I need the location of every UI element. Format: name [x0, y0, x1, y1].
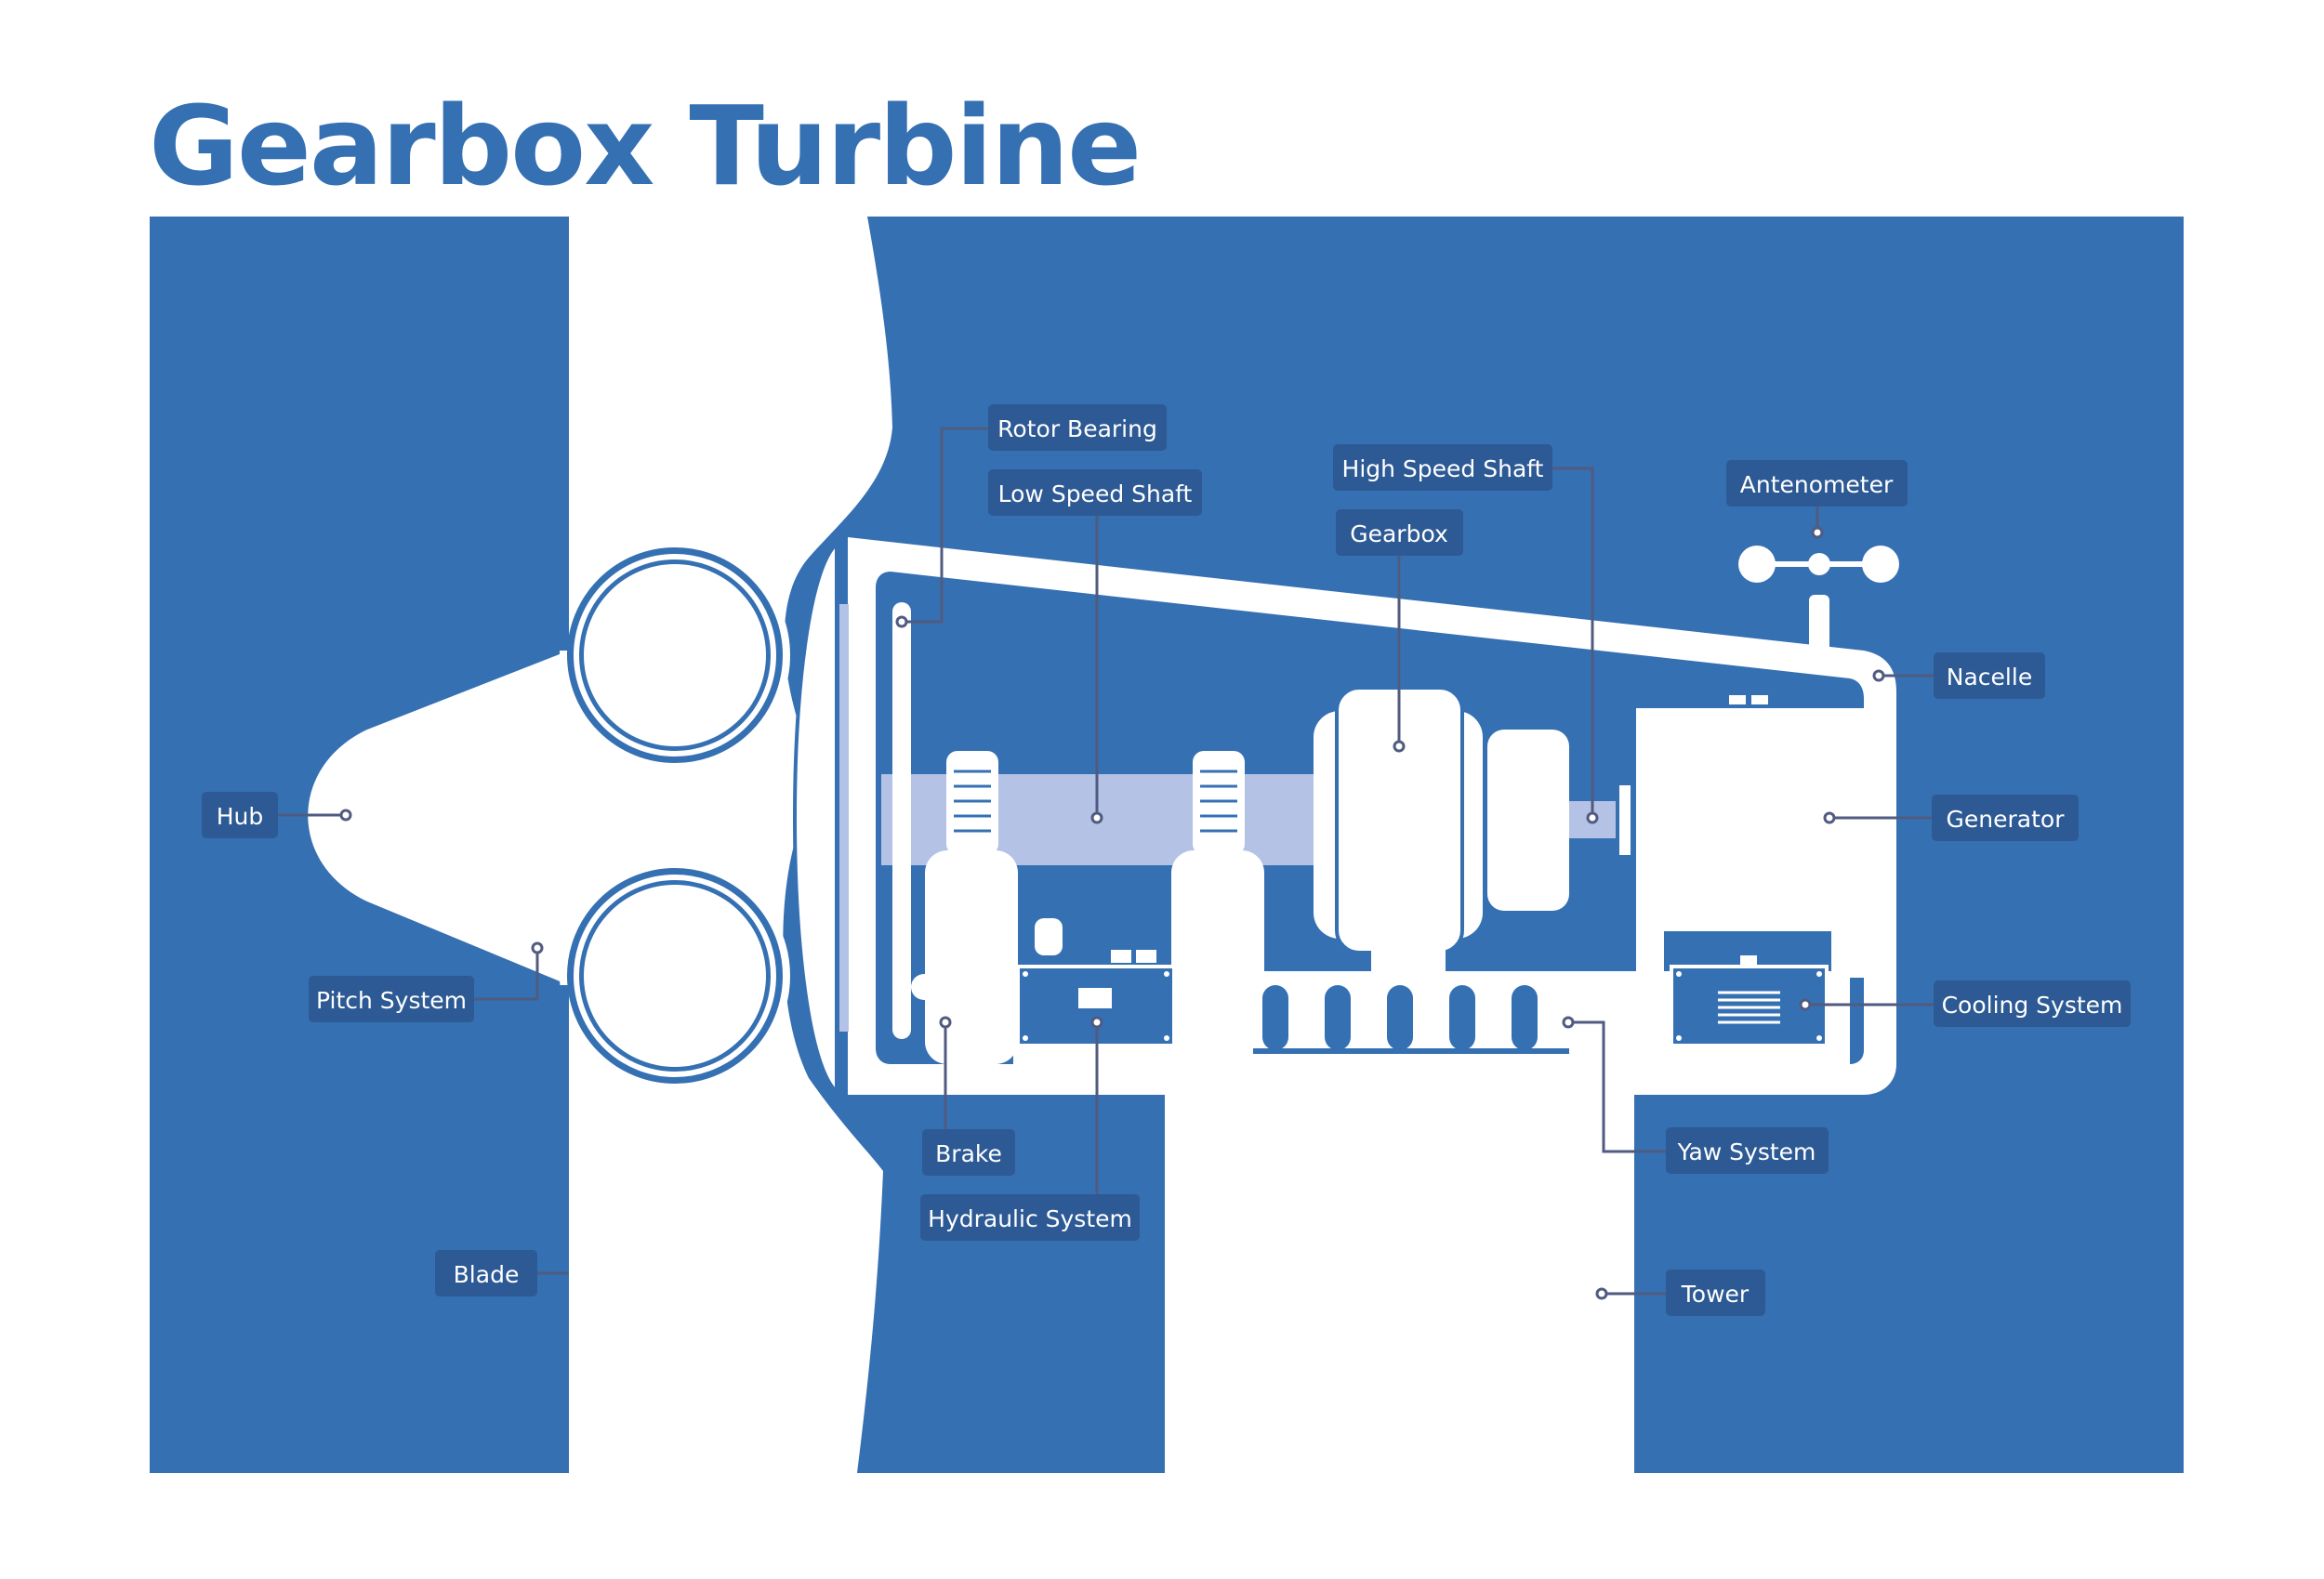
cooling-screws	[1676, 971, 1822, 1041]
generator-leg-left	[1636, 931, 1664, 978]
anemometer-cup-left	[1738, 546, 1776, 583]
leader-dots	[339, 526, 1885, 1300]
gearbox-flange	[1487, 730, 1569, 911]
label-rotor-bearing-text: Rotor Bearing	[997, 415, 1157, 442]
label-cooling-system-text: Cooling System	[1942, 992, 2123, 1019]
label-brake-text: Brake	[935, 1140, 1002, 1167]
label-nacelle-text: Nacelle	[1947, 664, 2032, 691]
bearing-1-ridges	[954, 770, 991, 833]
label-antenometer: Antenometer	[1726, 460, 1908, 507]
nacelle-nose	[793, 539, 838, 1097]
label-pitch-system-text: Pitch System	[316, 987, 467, 1014]
label-hub-text: Hub	[217, 803, 264, 830]
lower-blade-ring	[574, 875, 776, 1077]
leader-rotor-bearing	[902, 427, 990, 624]
yaw-motors	[1262, 985, 1538, 1050]
label-tower-text: Tower	[1681, 1281, 1750, 1308]
blade-left-edge-upper	[553, 548, 569, 651]
hydraulic-block-b	[1136, 950, 1156, 963]
anemometer-mast	[1809, 595, 1829, 652]
upper-blade-fill	[584, 564, 766, 746]
label-antenometer-text: Antenometer	[1740, 471, 1894, 498]
label-high-speed-shaft-text: High Speed Shaft	[1342, 455, 1544, 482]
gearbox-base	[1371, 946, 1446, 974]
anemometer-cup-right	[1862, 546, 1899, 583]
rotor-bearing-bar	[892, 602, 911, 1039]
page-title: Gearbox Turbine	[149, 82, 1142, 210]
label-gearbox-text: Gearbox	[1350, 520, 1448, 547]
label-tower: Tower	[1666, 1270, 1765, 1316]
bearing-1	[946, 751, 998, 855]
hydraulic-screws	[1023, 971, 1169, 1041]
label-hydraulic-system-text: Hydraulic System	[928, 1205, 1132, 1232]
label-cooling-system: Cooling System	[1934, 980, 2131, 1027]
label-blade-text: Blade	[454, 1261, 520, 1288]
label-rotor-bearing: Rotor Bearing	[988, 404, 1167, 451]
blade-left-edge-lower	[553, 985, 569, 1087]
label-low-speed-shaft: Low Speed Shaft	[988, 469, 1202, 516]
leader-lines	[276, 427, 1935, 1296]
label-high-speed-shaft: High Speed Shaft	[1333, 444, 1552, 491]
label-yaw-system-text: Yaw System	[1677, 1138, 1816, 1165]
hub	[308, 651, 569, 985]
leader-yaw	[1568, 1020, 1668, 1153]
generator-coupling	[1619, 785, 1631, 855]
label-hydraulic-system: Hydraulic System	[920, 1194, 1140, 1241]
yaw-gear-teeth	[1253, 1048, 1569, 1054]
anemometer-center	[1808, 553, 1830, 575]
cooling-top-tab	[1740, 955, 1757, 965]
leader-high-speed-shaft	[1552, 467, 1594, 818]
generator-terminal-b	[1751, 695, 1768, 704]
label-yaw-system: Yaw System	[1666, 1127, 1829, 1174]
label-pitch-system: Pitch System	[309, 976, 474, 1022]
hydraulic-block-a	[1111, 950, 1131, 963]
label-blade: Blade	[435, 1250, 537, 1296]
hydraulic-panel	[1078, 988, 1112, 1008]
leader-pitch	[472, 948, 539, 1001]
blade	[569, 217, 892, 1473]
bearing-2-ridges	[1200, 770, 1237, 833]
lower-blade-fill	[584, 885, 766, 1067]
label-gearbox: Gearbox	[1336, 509, 1463, 556]
cooling-vents	[1718, 991, 1780, 1024]
generator-leg-right	[1831, 931, 1864, 978]
tower	[1165, 1092, 1634, 1473]
label-nacelle: Nacelle	[1934, 652, 2045, 699]
label-hub: Hub	[202, 792, 278, 838]
label-generator: Generator	[1932, 795, 2079, 841]
label-low-speed-shaft-text: Low Speed Shaft	[998, 480, 1193, 507]
pedestal-1	[925, 850, 1018, 1064]
hydraulic-tank	[1035, 918, 1063, 955]
upper-blade-ring	[574, 554, 776, 757]
generator-terminal-a	[1729, 695, 1746, 704]
label-generator-text: Generator	[1947, 806, 2066, 833]
label-brake: Brake	[922, 1129, 1015, 1176]
hub-flange	[839, 604, 849, 1032]
bearing-2	[1193, 751, 1245, 855]
